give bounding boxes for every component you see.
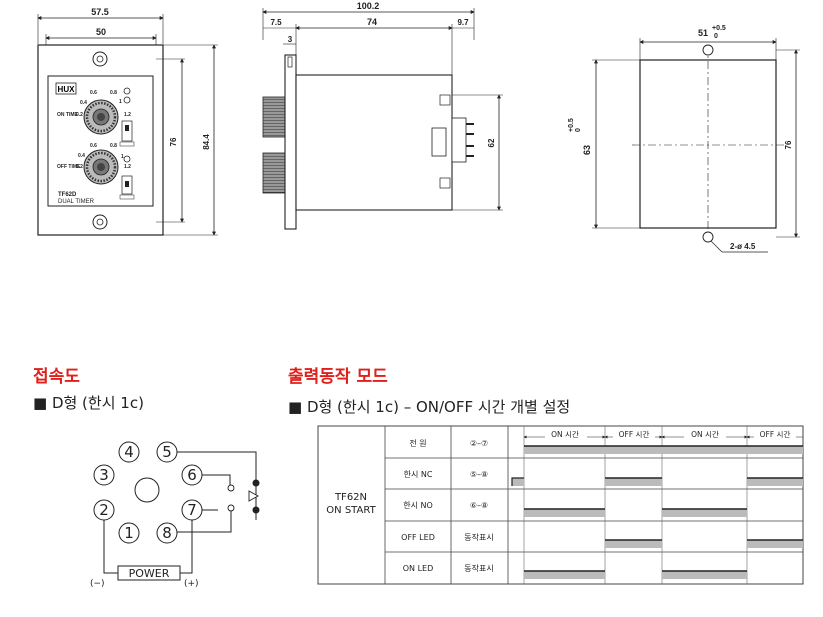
power-source (117, 565, 181, 581)
col-off-time-1: OFF 시간 (619, 429, 650, 439)
dim-51-tol: +0.5 (712, 25, 726, 32)
model-label: TF62D (58, 192, 77, 198)
dim-74: 74 (367, 17, 377, 27)
dim-63: 63 (582, 145, 592, 155)
waveform-off-led (605, 539, 803, 548)
col-on-time-1: ON 시간 (551, 429, 579, 439)
timing-table: ON 시간 OFF 시간 ON 시간 OFF 시간 TF62N ON START… (317, 425, 804, 585)
pin-4: 4 (124, 443, 134, 461)
timing-title: 출력동작 모드 (288, 367, 388, 387)
off-led (123, 87, 131, 95)
row-pins-on-led: 동작표시 (464, 563, 493, 573)
waveform-power (524, 445, 803, 454)
row-pins-no: ⑥–⑧ (470, 501, 488, 510)
knob-side-upper (262, 96, 286, 138)
svg-text:0.2: 0.2 (76, 112, 83, 118)
panel-cutout: 51 +0.5 0 63 +0.5 0 76 2-ø 4.5 (568, 25, 800, 253)
dim-100-2: 100.2 (357, 1, 380, 11)
dim-63-tol2: 0 (575, 128, 582, 132)
wiring-subtitle: ■ D형 (한시 1c) (33, 394, 144, 412)
dim-63-tol: +0.5 (568, 118, 575, 132)
off-time-label: OFF TIME (57, 164, 81, 170)
svg-text:1.2: 1.2 (124, 112, 131, 118)
pin-7: 7 (187, 501, 197, 519)
svg-text:0.4: 0.4 (78, 153, 85, 159)
knob-side-lower (262, 152, 286, 194)
row-pins-off-led: 동작표시 (464, 532, 493, 542)
on-time-knob (83, 99, 119, 135)
dim-3: 3 (288, 35, 293, 44)
socket-key (134, 477, 160, 503)
brand-text: HUX (58, 85, 76, 94)
dim-84-4: 84.4 (202, 134, 211, 150)
front-view: 57.5 50 HUX ON TIME 0.6 0.8 0.4 1 0.2 1.2 (37, 7, 218, 236)
row-label-off-led: OFF LED (401, 533, 435, 542)
dual-timer-label: DUAL TIMER (58, 199, 95, 205)
row-pins-nc: ⑤–⑧ (470, 470, 488, 479)
col-off-time-2: OFF 시간 (760, 429, 791, 439)
off-time-knob (83, 149, 119, 185)
dim-9-7: 9.7 (457, 18, 469, 27)
pin-5: 5 (162, 443, 172, 461)
dim-76-front: 76 (169, 137, 178, 146)
svg-text:0.8: 0.8 (110, 90, 117, 96)
pin-8: 8 (162, 524, 172, 542)
brand-logo (55, 82, 77, 95)
svg-text:0.4: 0.4 (80, 100, 87, 106)
wiring-diagram: 4 5 3 6 2 7 1 8 POWER (−) (+) (90, 441, 260, 589)
row-label-nc: 한시 NC (404, 470, 433, 479)
dim-50: 50 (96, 27, 106, 37)
waveform-no (524, 508, 747, 517)
pin-1: 1 (124, 524, 134, 542)
dim-51-tol2: 0 (714, 33, 718, 40)
dim-51: 51 (698, 28, 708, 38)
row-label-no: 한시 NO (403, 501, 433, 510)
hole-spec: 2-ø 4.5 (730, 242, 756, 251)
row-label-power: 전 원 (409, 438, 426, 448)
svg-text:1: 1 (121, 154, 124, 160)
minus-label: (−) (90, 579, 105, 589)
pin-3: 3 (99, 466, 109, 484)
timer-body-side (295, 74, 453, 211)
plus-label: (+) (184, 579, 199, 589)
row-label-on-led: ON LED (403, 564, 434, 573)
pin-2: 2 (99, 501, 109, 519)
on-time-label: ON TIME (57, 112, 78, 118)
svg-text:0.6: 0.6 (90, 143, 97, 149)
waveform-nc (511, 477, 803, 486)
wiring-title: 접속도 (33, 367, 80, 387)
svg-text:1.2: 1.2 (124, 164, 131, 170)
timing-subtitle: ■ D형 (한시 1c) – ON/OFF 시간 개별 설정 (288, 398, 570, 416)
row-pins-power: ②–⑦ (470, 439, 488, 448)
svg-text:1: 1 (119, 99, 122, 105)
dim-57-5: 57.5 (91, 7, 109, 17)
dim-62: 62 (487, 138, 496, 147)
pin-6: 6 (187, 466, 197, 484)
svg-text:0.2: 0.2 (76, 164, 83, 170)
row-header-mode: ON START (326, 505, 376, 516)
waveform-on-led (524, 570, 747, 579)
power-label: POWER (129, 567, 170, 580)
on-led (123, 96, 131, 104)
svg-text:0.6: 0.6 (90, 90, 97, 96)
svg-text:0.8: 0.8 (110, 143, 117, 149)
row-header-model: TF62N (334, 492, 367, 503)
dim-7-5: 7.5 (270, 18, 282, 27)
col-on-time-2: ON 시간 (691, 429, 719, 439)
side-view: 100.2 7.5 74 9.7 3 62 (262, 1, 503, 230)
dim-76-cutout: 76 (784, 140, 793, 149)
